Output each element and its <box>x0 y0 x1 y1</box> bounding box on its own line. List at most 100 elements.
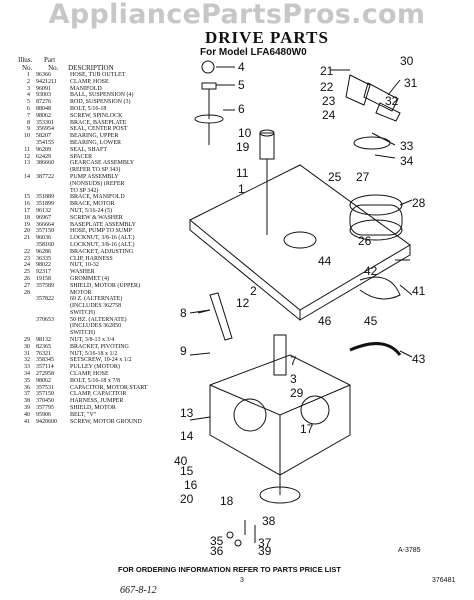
part-key: 29 <box>24 337 30 344</box>
callout-40: 40 <box>174 454 188 468</box>
part-desc: SCREW, SPINLOCK <box>70 112 123 119</box>
part-key: 39 <box>24 405 30 412</box>
part-key: 19 <box>24 221 30 228</box>
callout-19: 19 <box>236 140 250 154</box>
part-key: 17 <box>24 207 30 214</box>
callout-13: 13 <box>180 406 194 420</box>
part-pn: 98062 <box>36 112 51 119</box>
callout-1: 1 <box>238 182 245 196</box>
part-pn: 87276 <box>36 99 51 106</box>
part-key: 38 <box>24 398 30 405</box>
callout-14: 14 <box>180 429 194 443</box>
part-desc: CLIP, HARNESS <box>70 255 113 262</box>
part-desc: BRACE, MANIFOLD <box>70 194 125 201</box>
part-key: 37 <box>24 391 30 398</box>
part-key: 3 <box>27 85 30 92</box>
part-key <box>16 310 30 317</box>
part-desc: BRACE, BASEPLATE <box>70 119 127 126</box>
part-pn: 62429 <box>36 153 51 160</box>
callout-44: 44 <box>318 254 332 268</box>
part-desc: NUT, 5/16-18 x 1/2 <box>70 350 118 357</box>
part-key <box>16 181 30 188</box>
capacitor-clamp-part <box>349 342 402 356</box>
ordering-note: FOR ORDERING INFORMATION REFER TO PARTS … <box>118 565 341 574</box>
part-key: 4 <box>27 92 30 99</box>
part-desc: HOSE, TUB OUTLET <box>70 72 126 78</box>
part-key: 5 <box>27 99 30 106</box>
part-pn <box>30 290 70 297</box>
callout-2: 2 <box>250 284 257 298</box>
callout-16: 16 <box>184 478 198 492</box>
part-pn: 92317 <box>36 269 51 276</box>
part-desc: SEAL, SHAFT <box>70 146 108 153</box>
callout-8: 8 <box>180 306 187 320</box>
part-pn <box>30 188 70 195</box>
part-desc: WASHER <box>70 269 95 276</box>
part-pn: 96286 <box>36 248 51 255</box>
part-pn: 386660 <box>36 160 54 167</box>
part-desc: BELT, "V" <box>70 411 97 418</box>
part-pn: 272958 <box>36 371 54 378</box>
callout-17: 17 <box>300 422 314 436</box>
callout-5: 5 <box>238 78 245 92</box>
document-number: 376481 <box>432 577 456 584</box>
part-desc: LOCKNUT, 3/8-16 (ALT.) <box>70 235 135 242</box>
figure-id: A-3785 <box>398 547 421 554</box>
part-key: 12 <box>24 153 30 160</box>
part-key: 16 <box>24 201 30 208</box>
part-key: 26 <box>24 275 30 282</box>
part-desc: MOTOR <box>70 289 92 296</box>
illus-column-header: Illus. Part No. No. DESCRIPTION <box>18 56 114 72</box>
suspension-ball-part <box>201 60 215 74</box>
page-title: DRIVE PARTS <box>205 28 329 47</box>
part-desc: SHIELD, MOTOR <box>70 405 116 412</box>
part-pn: 76321 <box>36 350 51 357</box>
description-header: DESCRIPTION <box>68 64 114 72</box>
callout-27: 27 <box>356 170 370 184</box>
part-pn: 370450 <box>36 398 54 405</box>
part-key: 22 <box>24 248 30 255</box>
part-key: 13 <box>24 160 30 167</box>
part-desc: BOLT, 5/16-18 <box>70 105 107 112</box>
illus-label: Illus. <box>18 56 33 64</box>
part-pn: 98022 <box>36 262 51 269</box>
callout-7: 7 <box>290 354 297 368</box>
callout-9: 9 <box>180 344 187 358</box>
parts-list-row: TO SP 342) <box>16 188 176 195</box>
part-pn: 354155 <box>36 139 54 146</box>
baseplate-part <box>189 164 411 311</box>
part-pn: 98132 <box>36 337 51 344</box>
part-desc: BRACE, MOTOR <box>70 201 115 208</box>
part-key: 28 <box>24 289 30 296</box>
callout-11: 11 <box>236 166 249 180</box>
part-key <box>16 330 30 337</box>
gearcase-assembly-part <box>209 354 351 476</box>
part-pn: 357589 <box>36 282 54 289</box>
part-desc: SHIELD, MOTOR (UPPER) <box>70 282 141 289</box>
part-pn <box>30 310 70 317</box>
site-watermark-banner: AppliancePartsPros.com <box>48 0 426 30</box>
part-desc: LOCKNUT, 3/8-16 (ALT.) <box>70 241 135 248</box>
part-desc: SPACER <box>70 153 93 160</box>
part-pn <box>30 330 70 337</box>
part-key: 11 <box>24 146 30 153</box>
part-key <box>16 323 30 330</box>
part-pn: 88048 <box>36 105 51 112</box>
part-key <box>16 303 30 310</box>
part-key <box>16 242 30 249</box>
callout-22: 22 <box>320 80 334 94</box>
